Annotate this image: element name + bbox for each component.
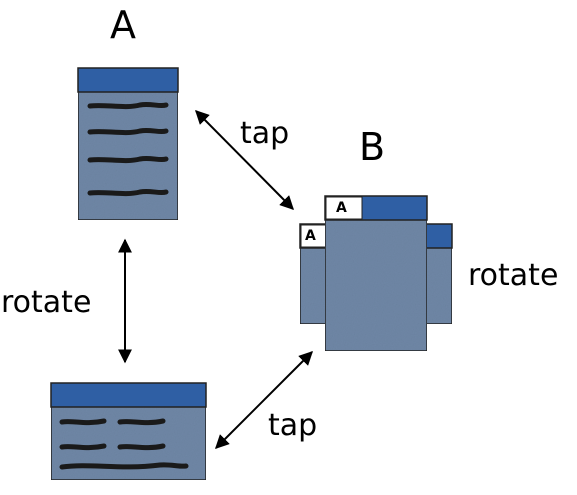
tap-label-top: tap xyxy=(240,116,290,151)
portrait-window-header xyxy=(77,67,179,93)
front-tab xyxy=(325,196,363,220)
rotate-label-left: rotate xyxy=(1,285,92,320)
tap-arrow-bottom xyxy=(215,351,313,449)
landscape-text-lines xyxy=(59,418,189,470)
tabbed-window-stack xyxy=(299,195,453,352)
rotate-label-right: rotate xyxy=(468,258,559,293)
front-tab-letter: A xyxy=(336,200,347,216)
state-a-label: A xyxy=(110,3,136,47)
tap-arrow-top xyxy=(195,110,294,210)
tap-label-bottom: tap xyxy=(268,408,318,443)
landscape-window xyxy=(50,382,207,481)
portrait-window xyxy=(77,67,179,221)
landscape-window-header xyxy=(50,382,207,408)
state-b-label: B xyxy=(359,125,386,169)
arrows xyxy=(118,110,313,449)
back-tab-letter: A xyxy=(305,228,316,244)
portrait-text-lines xyxy=(87,101,169,197)
front-window xyxy=(324,195,428,352)
